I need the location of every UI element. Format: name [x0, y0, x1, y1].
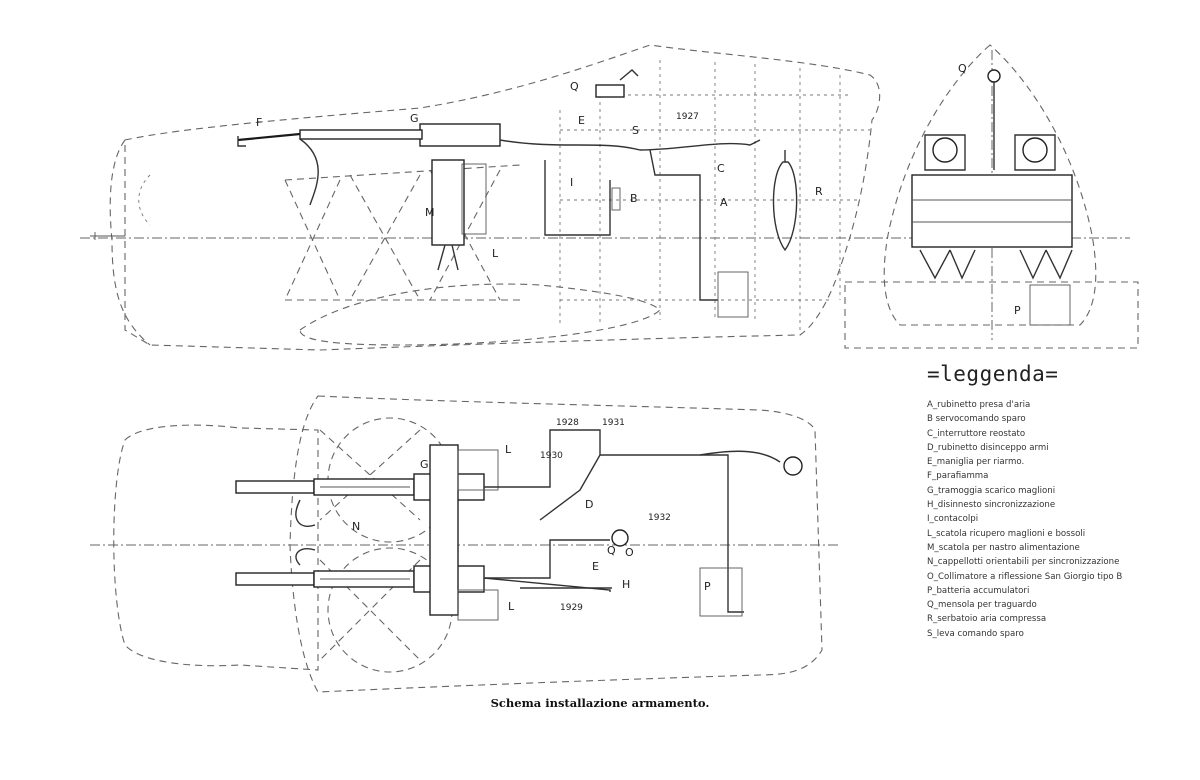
fuselage-outline — [124, 44, 881, 351]
sync-cable — [299, 138, 319, 206]
legend-item: Q_mensola per traguardo — [927, 600, 1037, 611]
svg-text:B: B — [630, 192, 638, 205]
lower-gun-barrel — [235, 572, 315, 586]
machine-gun-receiver — [419, 123, 501, 147]
svg-text:G: G — [420, 458, 429, 471]
right-gun-breech — [1022, 137, 1048, 163]
legend-item: R_serbatoio aria compressa — [927, 614, 1047, 625]
legend-item: H_disinnesto sincronizzazione — [927, 500, 1056, 511]
gun-barrel — [237, 132, 301, 142]
propeller-shaft — [90, 232, 125, 240]
front-ammo-bay — [911, 174, 1073, 248]
plan-air-tank — [783, 456, 803, 476]
legend-item: M_scatola per nastro alimentazione — [927, 542, 1080, 553]
svg-text:O: O — [625, 546, 634, 559]
legend-item: G_tramoggia scarico maglioni — [927, 485, 1056, 496]
upper-gun-barrel — [235, 480, 315, 494]
sight-bracket — [595, 84, 625, 98]
sync-caps — [295, 499, 316, 566]
svg-text:L: L — [505, 443, 512, 456]
svg-text:1928: 1928 — [556, 418, 579, 428]
svg-text:1930: 1930 — [540, 451, 563, 461]
side-view: F G M L E S I B C A R Q 1927 — [80, 44, 881, 351]
legend-item: B servocomando sparo — [927, 414, 1026, 425]
svg-text:1927: 1927 — [676, 112, 699, 122]
legend-item: P_batteria accumulatori — [927, 585, 1030, 596]
firing-servo — [611, 187, 621, 211]
svg-text:L: L — [492, 247, 499, 260]
legend-item: E_maniglia per riarmo. — [927, 457, 1025, 468]
svg-text:E: E — [578, 114, 585, 127]
front-view: Q P — [844, 44, 1139, 349]
svg-text:R: R — [815, 185, 823, 198]
flash-hider — [237, 136, 246, 147]
svg-text:F: F — [256, 116, 262, 129]
engine-mount-truss — [284, 164, 521, 301]
svg-text:I: I — [570, 176, 573, 189]
front-sight — [987, 69, 1001, 83]
legend-item: O_Collimatore a riflessione San Giorgio … — [927, 571, 1123, 582]
svg-text:1931: 1931 — [602, 418, 625, 428]
svg-text:P: P — [704, 580, 711, 593]
svg-text:L: L — [508, 600, 515, 613]
plan-nose-outline — [113, 424, 319, 671]
fuselage-frames — [559, 60, 841, 330]
front-fuselage-outline — [883, 44, 1097, 326]
svg-text:M: M — [425, 206, 435, 219]
svg-text:1929: 1929 — [560, 603, 583, 613]
plan-gunsight — [611, 529, 629, 547]
firing-control-line — [484, 429, 744, 613]
svg-text:P: P — [1014, 304, 1021, 317]
svg-text:H: H — [622, 578, 630, 591]
svg-text:G: G — [410, 112, 419, 125]
plan-ammo-boxes — [429, 444, 459, 616]
legend-item: S_leva comando sparo — [927, 628, 1024, 639]
svg-text:Q: Q — [607, 544, 616, 557]
svg-text:Q: Q — [958, 62, 967, 75]
front-battery — [1029, 284, 1071, 326]
front-wing-section — [844, 281, 1139, 349]
legend-item: L_scatola ricupero maglioni e bossoli — [927, 528, 1086, 539]
legend-item: F_parafiamma — [927, 471, 989, 482]
link-chutes — [919, 249, 1073, 280]
control-line — [499, 139, 761, 151]
svg-text:D: D — [585, 498, 593, 511]
legend: =leggenda= A_rubinetto presa d'aria B ser… — [927, 362, 1177, 641]
legend-list: A_rubinetto presa d'aria B servocomando s… — [927, 398, 1177, 641]
left-gun-breech — [932, 137, 958, 163]
svg-text:S: S — [632, 124, 639, 137]
legend-title: =leggenda= — [927, 362, 1059, 386]
air-tank — [772, 161, 798, 252]
svg-text:E: E — [592, 560, 599, 573]
legend-item: A_rubinetto presa d'aria — [927, 400, 1031, 410]
plan-battery — [699, 567, 743, 617]
svg-text:A: A — [720, 196, 728, 209]
svg-text:Q: Q — [570, 80, 579, 93]
plan-view: G L N 1928 1931 1930 D 1932 Q O E H 1929… — [90, 395, 840, 693]
battery-box — [717, 271, 749, 318]
legend-item: D_rubinetto disinceppo armi — [927, 442, 1049, 453]
plan-fuselage-outline — [289, 395, 823, 693]
air-line — [544, 160, 611, 236]
legend-item: N_cappellotti orientabili per sincronizz… — [927, 557, 1120, 568]
machine-gun-jacket — [299, 129, 423, 140]
svg-text:N: N — [352, 520, 360, 533]
nose-outline — [109, 139, 151, 346]
svg-text:C: C — [717, 162, 725, 175]
ammo-feed-box — [431, 159, 465, 246]
legend-item: I_contacolpi — [927, 514, 979, 525]
figure-caption: Schema installazione armamento. — [490, 696, 710, 710]
svg-text:1932: 1932 — [648, 513, 671, 523]
legend-item: C_interruttore reostato — [927, 428, 1026, 439]
